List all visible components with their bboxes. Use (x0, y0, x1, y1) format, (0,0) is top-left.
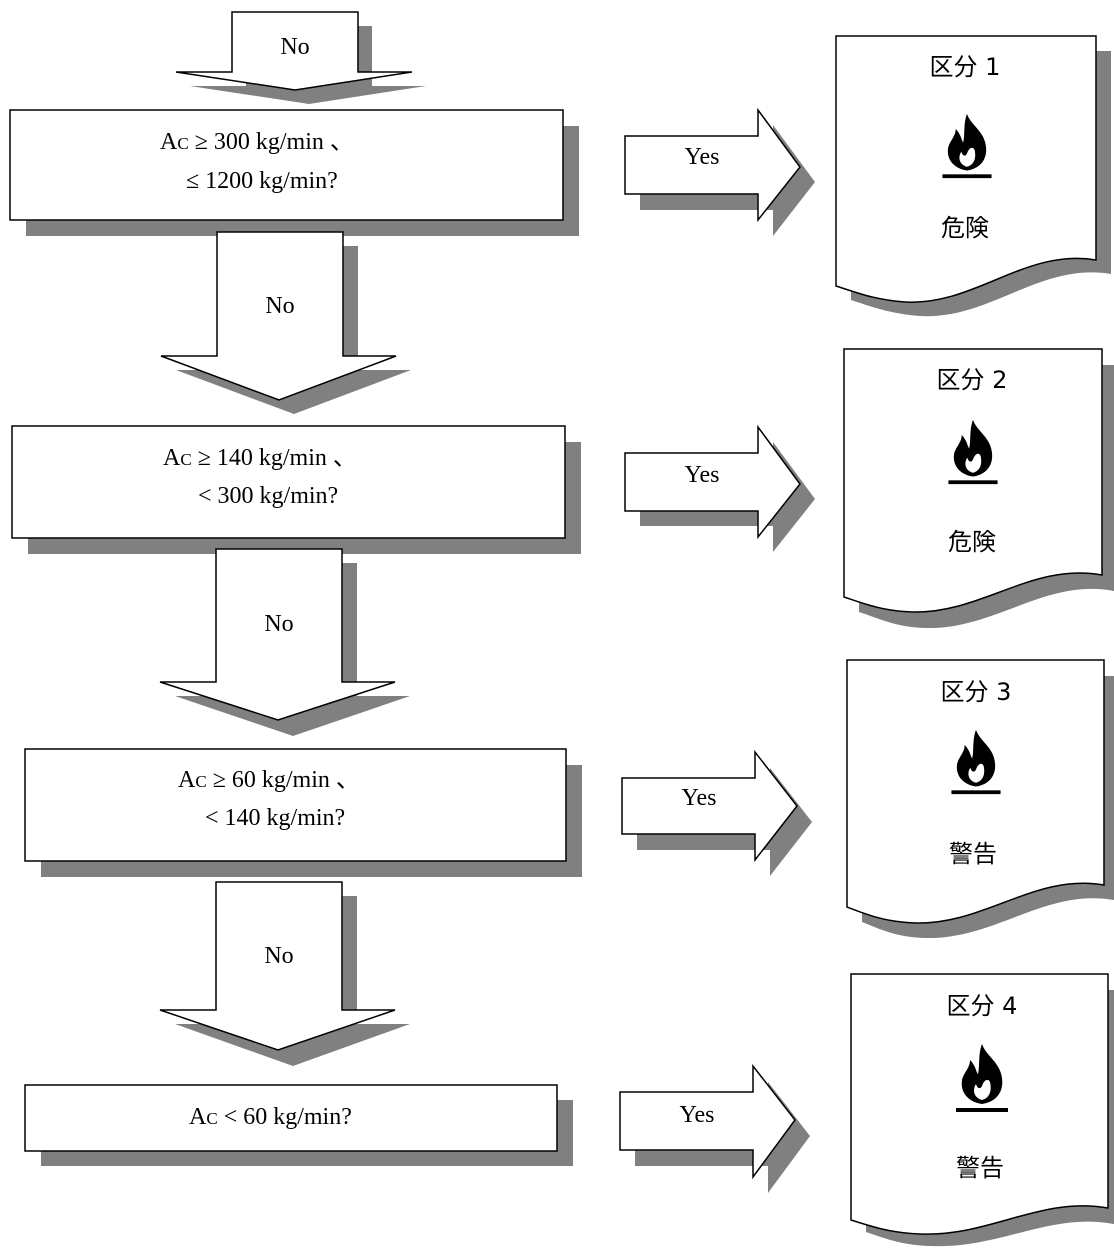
category-label-2: 区分 2 (937, 366, 1008, 394)
signal-word-1: 危険 (941, 214, 989, 242)
category-label-1: 区分 1 (930, 53, 1001, 81)
question-1-condition-a: AC ≥ 300 kg/min 、 (160, 129, 354, 155)
question-box-3: AC ≥ 60 kg/min 、 < 140 kg/min? (24, 748, 582, 877)
no-arrow-3: No (159, 881, 410, 1066)
result-card-3: 区分 3 警告 (846, 659, 1114, 939)
question-box-1: AC ≥ 300 kg/min 、 ≤ 1200 kg/min? (9, 109, 579, 236)
yes-arrow-4: Yes (619, 1063, 810, 1193)
yes-label-3: Yes (682, 785, 717, 811)
top-no-arrow: No (175, 11, 426, 104)
signal-word-4: 警告 (956, 1154, 1004, 1182)
no-label-2: No (264, 611, 293, 637)
result-card-1: 区分 1 危険 (835, 35, 1111, 317)
question-2-condition-b: < 300 kg/min? (198, 483, 338, 509)
result-card-4: 区分 4 警告 (850, 973, 1114, 1247)
top-no-label: No (280, 34, 309, 60)
question-2-condition-a: AC ≥ 140 kg/min 、 (163, 445, 357, 471)
yes-label-4: Yes (680, 1102, 715, 1128)
yes-arrow-1: Yes (624, 107, 815, 236)
result-card-2: 区分 2 危険 (843, 348, 1114, 629)
yes-arrow-2: Yes (624, 424, 815, 552)
signal-word-2: 危険 (948, 528, 996, 556)
question-3-condition-a: AC ≥ 60 kg/min 、 (178, 767, 360, 793)
yes-label-1: Yes (685, 144, 720, 170)
category-label-4: 区分 4 (947, 992, 1018, 1020)
question-1-condition-b: ≤ 1200 kg/min? (186, 168, 338, 194)
signal-word-3: 警告 (949, 840, 997, 868)
yes-arrow-3: Yes (621, 749, 812, 876)
no-arrow-2: No (159, 548, 410, 736)
question-box-2: AC ≥ 140 kg/min 、 < 300 kg/min? (11, 425, 581, 554)
no-arrow-1: No (160, 231, 411, 414)
no-label-1: No (265, 293, 294, 319)
category-label-3: 区分 3 (941, 678, 1012, 706)
question-box-4: AC < 60 kg/min? (24, 1084, 573, 1166)
question-4-condition: AC < 60 kg/min? (189, 1104, 352, 1130)
no-label-3: No (264, 943, 293, 969)
yes-label-2: Yes (685, 462, 720, 488)
question-3-condition-b: < 140 kg/min? (205, 805, 345, 831)
